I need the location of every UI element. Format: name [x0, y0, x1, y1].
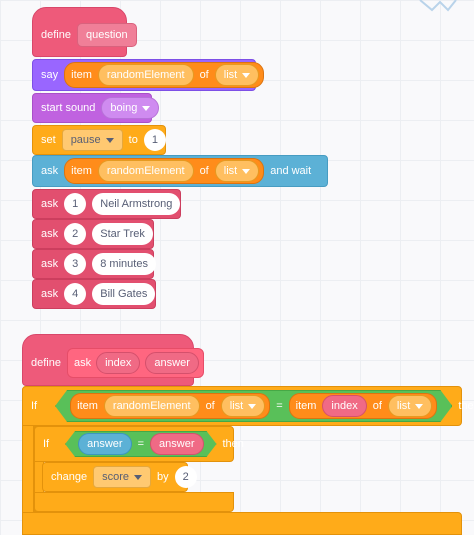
start-sound-block[interactable]: start sound boing	[32, 93, 160, 123]
list-dropdown-label: list	[396, 400, 411, 412]
set-effect-block[interactable]: set pause to 1	[32, 125, 166, 155]
ask-text-input[interactable]: Star Trek	[92, 223, 153, 245]
if-label: If	[43, 438, 50, 450]
change-value-input[interactable]: 2	[174, 466, 197, 488]
if-label: If	[31, 400, 38, 412]
ask-label: ask	[41, 165, 59, 177]
ask-block-1[interactable]: ask 1 Neil Armstrong	[32, 189, 181, 219]
list-dropdown-label: list	[229, 400, 244, 412]
chevron-down-icon	[248, 404, 256, 409]
ask-block-3[interactable]: ask 3 8 minutes	[32, 249, 156, 279]
if-block-inner[interactable]: If answer = answer then	[34, 426, 244, 462]
stage-corner-icon	[419, 0, 457, 12]
index-param[interactable]: index	[96, 352, 141, 374]
answer-param[interactable]: answer	[150, 433, 203, 455]
ask-label: ask	[41, 198, 59, 210]
then-label: then	[458, 400, 474, 412]
ask-text-input[interactable]: Neil Armstrong	[92, 193, 181, 215]
equals-label: =	[137, 438, 145, 450]
ask-number-input[interactable]: 3	[64, 253, 87, 275]
if-block-inner-foot	[34, 492, 234, 512]
score-dropdown-label: score	[102, 471, 129, 483]
item-label: item	[71, 69, 92, 81]
item-label: item	[295, 400, 317, 412]
effect-dropdown-label: pause	[70, 134, 101, 146]
sound-dropdown[interactable]: boing	[101, 97, 160, 119]
list-dropdown[interactable]: list	[214, 160, 260, 182]
answer-sensing-reporter[interactable]: answer	[78, 433, 131, 455]
set-value-input[interactable]: 1	[143, 129, 166, 151]
equals-label: =	[276, 400, 283, 412]
and-wait-label: and wait	[270, 165, 312, 177]
if-block-outer[interactable]: If item randomElement of list = item ind…	[22, 386, 474, 426]
index-param[interactable]: index	[322, 395, 366, 417]
ask-block-2[interactable]: ask 2 Star Trek	[32, 219, 154, 249]
set-label: set	[41, 134, 56, 146]
define-question-block[interactable]: define question	[32, 7, 137, 57]
sound-dropdown-label: boing	[110, 102, 138, 114]
item-label: item	[77, 400, 98, 412]
of-label: of	[199, 69, 209, 81]
answer-equals-operator[interactable]: answer = answer	[65, 431, 216, 457]
define-label: define	[41, 29, 71, 41]
chevron-down-icon	[242, 168, 251, 174]
answer-param[interactable]: answer	[145, 352, 199, 374]
of-label: of	[372, 400, 382, 412]
define-ask-block[interactable]: define ask index answer	[22, 334, 204, 386]
ask-label: ask	[41, 258, 59, 270]
change-label: change	[51, 471, 88, 483]
of-label: of	[199, 165, 209, 177]
equals-operator[interactable]: item randomElement of list = item index …	[55, 390, 452, 422]
chevron-down-icon	[142, 105, 151, 111]
list-dropdown-label: list	[223, 69, 238, 81]
ask-block-4[interactable]: ask 4 Bill Gates	[32, 279, 156, 309]
ask-text-input[interactable]: Bill Gates	[92, 283, 156, 305]
change-score-block[interactable]: change score by 2	[42, 462, 197, 492]
say-block[interactable]: say item randomElement of list	[32, 59, 265, 91]
of-label: of	[205, 400, 215, 412]
proto-ask-label: ask	[73, 357, 92, 369]
list-dropdown[interactable]: list	[221, 395, 265, 417]
ask-label: ask	[41, 228, 59, 240]
score-dropdown[interactable]: score	[93, 466, 151, 488]
list-dropdown[interactable]: list	[214, 64, 260, 86]
ask-prototype[interactable]: ask index answer	[66, 348, 204, 378]
item-label: item	[71, 165, 92, 177]
chevron-down-icon	[105, 137, 114, 143]
ask-number-input[interactable]: 1	[64, 193, 87, 215]
say-label: say	[41, 69, 59, 81]
item-reporter[interactable]: item randomElement of list	[70, 393, 270, 419]
start-sound-label: start sound	[41, 102, 96, 114]
then-label: then	[222, 438, 244, 450]
chevron-down-icon	[415, 404, 423, 409]
by-label: by	[157, 471, 169, 483]
if-block-outer-foot	[22, 512, 462, 535]
list-dropdown-label: list	[223, 165, 238, 177]
proc-name-question[interactable]: question	[76, 23, 137, 47]
item-reporter[interactable]: item index of list	[289, 393, 438, 419]
random-element-var[interactable]: randomElement	[104, 395, 200, 417]
random-element-var[interactable]: randomElement	[97, 64, 194, 86]
item-reporter[interactable]: item randomElement of list	[64, 62, 265, 88]
ask-number-input[interactable]: 4	[64, 283, 87, 305]
ask-label: ask	[41, 288, 59, 300]
item-reporter[interactable]: item randomElement of list	[64, 158, 265, 184]
to-label: to	[128, 134, 138, 146]
chevron-down-icon	[242, 72, 251, 78]
ask-number-input[interactable]: 2	[64, 223, 87, 245]
ask-and-wait-block[interactable]: ask item randomElement of list and wait	[32, 155, 328, 187]
list-dropdown[interactable]: list	[388, 395, 432, 417]
chevron-down-icon	[134, 474, 142, 480]
define-label: define	[31, 357, 61, 369]
ask-text-input[interactable]: 8 minutes	[92, 253, 156, 275]
effect-dropdown[interactable]: pause	[61, 129, 123, 151]
random-element-var[interactable]: randomElement	[97, 160, 194, 182]
